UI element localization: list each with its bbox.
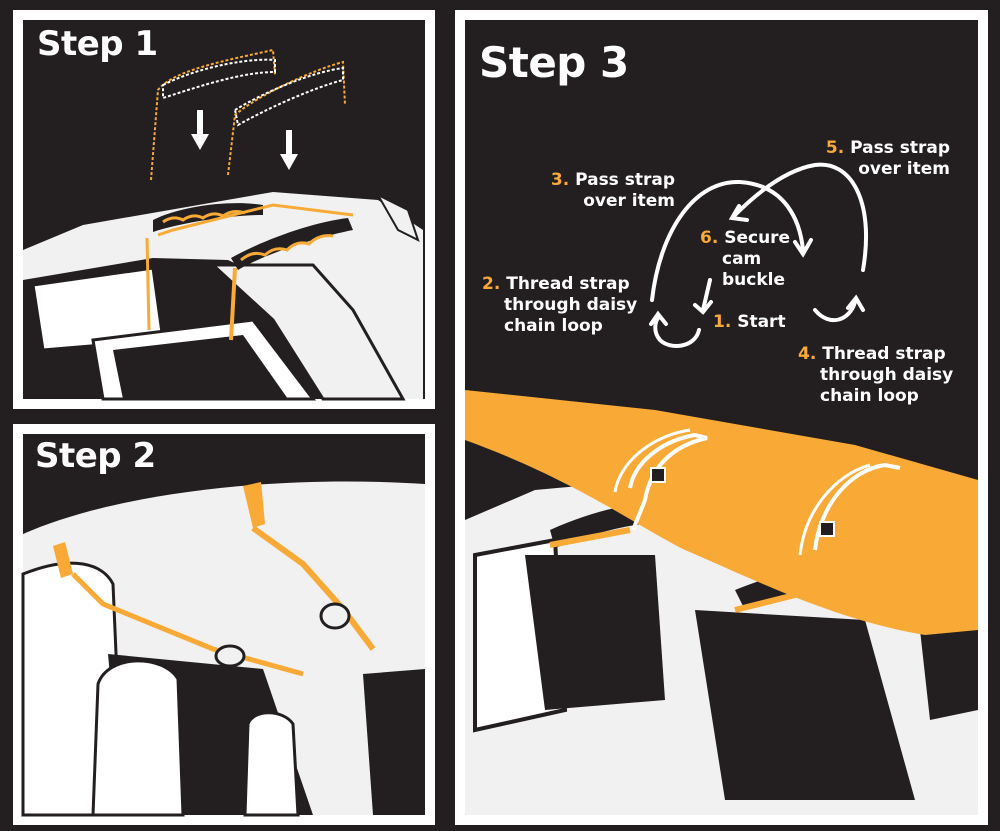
instruction-3: 3. Pass strap over item	[525, 170, 675, 212]
step3-panel: Step 3 3. Pass strap over item 5. Pass s…	[455, 10, 988, 825]
step1-panel: Step 1	[13, 10, 435, 409]
instruction-1-text: Start	[737, 312, 786, 332]
roof-pad-rear	[231, 218, 353, 270]
step2-illustration	[21, 434, 425, 817]
rear-window	[363, 669, 425, 815]
door-window	[113, 335, 288, 399]
strap-rear	[251, 525, 376, 651]
instruction-6-line3: buckle	[722, 270, 786, 290]
pillar	[209, 263, 406, 401]
instruction-6-line2: cam	[722, 249, 762, 269]
instruction-3-line1: Pass strap	[575, 170, 675, 190]
instruction-6-line1: Secure	[724, 228, 791, 248]
rear-seat	[243, 711, 300, 817]
strap-rear-loop	[813, 462, 901, 551]
cam-buckle-rear	[819, 521, 835, 537]
kayak	[465, 390, 978, 635]
instruction-2-line2: through daisy	[504, 295, 638, 315]
step1-title: Step 1	[37, 24, 158, 64]
instruction-4-line3: chain loop	[820, 386, 919, 406]
strap-left-end	[53, 542, 73, 578]
quarter-window	[920, 620, 978, 720]
step2-panel: Step 2	[13, 424, 435, 825]
strap-rear	[229, 267, 237, 341]
instruction-5: 5. Pass strap over item	[800, 138, 950, 180]
floating-pads	[150, 48, 346, 181]
instruction-1: 1. Start	[713, 312, 803, 333]
cam-buckle-front	[650, 467, 666, 483]
instruction-4-line2: through daisy	[820, 365, 954, 385]
down-arrows	[191, 110, 298, 170]
instruction-5-number: 5.	[825, 138, 845, 158]
instruction-6-number: 6.	[700, 228, 719, 248]
instruction-4-line1: Thread strap	[822, 344, 946, 364]
instruction-3-line2: over item	[583, 191, 675, 211]
instruction-3-number: 3.	[550, 170, 570, 190]
front-window	[525, 555, 665, 710]
cam-buckle-front	[214, 644, 246, 668]
rear-window	[695, 610, 915, 800]
step3-illustration	[465, 20, 978, 815]
instruction-4: 4. Thread strap through daisy chain loop	[798, 344, 968, 407]
instruction-4-number: 4.	[798, 344, 817, 364]
instruction-5-line1: Pass strap	[850, 138, 950, 158]
step1-illustration	[23, 20, 425, 401]
strap-front	[71, 572, 304, 677]
instruction-1-number: 1.	[713, 312, 732, 332]
step3-title: Step 3	[479, 38, 629, 87]
strap-path-arrows	[649, 162, 869, 348]
instruction-2-number: 2.	[482, 274, 501, 294]
instruction-5-line2: over item	[858, 159, 950, 179]
front-seat	[91, 659, 185, 817]
instruction-2: 2. Thread strap through daisy chain loop	[482, 274, 642, 337]
cam-buckle-rear	[319, 602, 351, 630]
strap-top-end	[243, 482, 265, 528]
instruction-6: 6. Secure cam buckle	[700, 228, 810, 291]
instruction-2-line1: Thread strap	[506, 274, 630, 294]
strap-front	[145, 203, 354, 331]
instruction-2-line3: chain loop	[504, 316, 603, 336]
step2-title: Step 2	[35, 436, 156, 476]
